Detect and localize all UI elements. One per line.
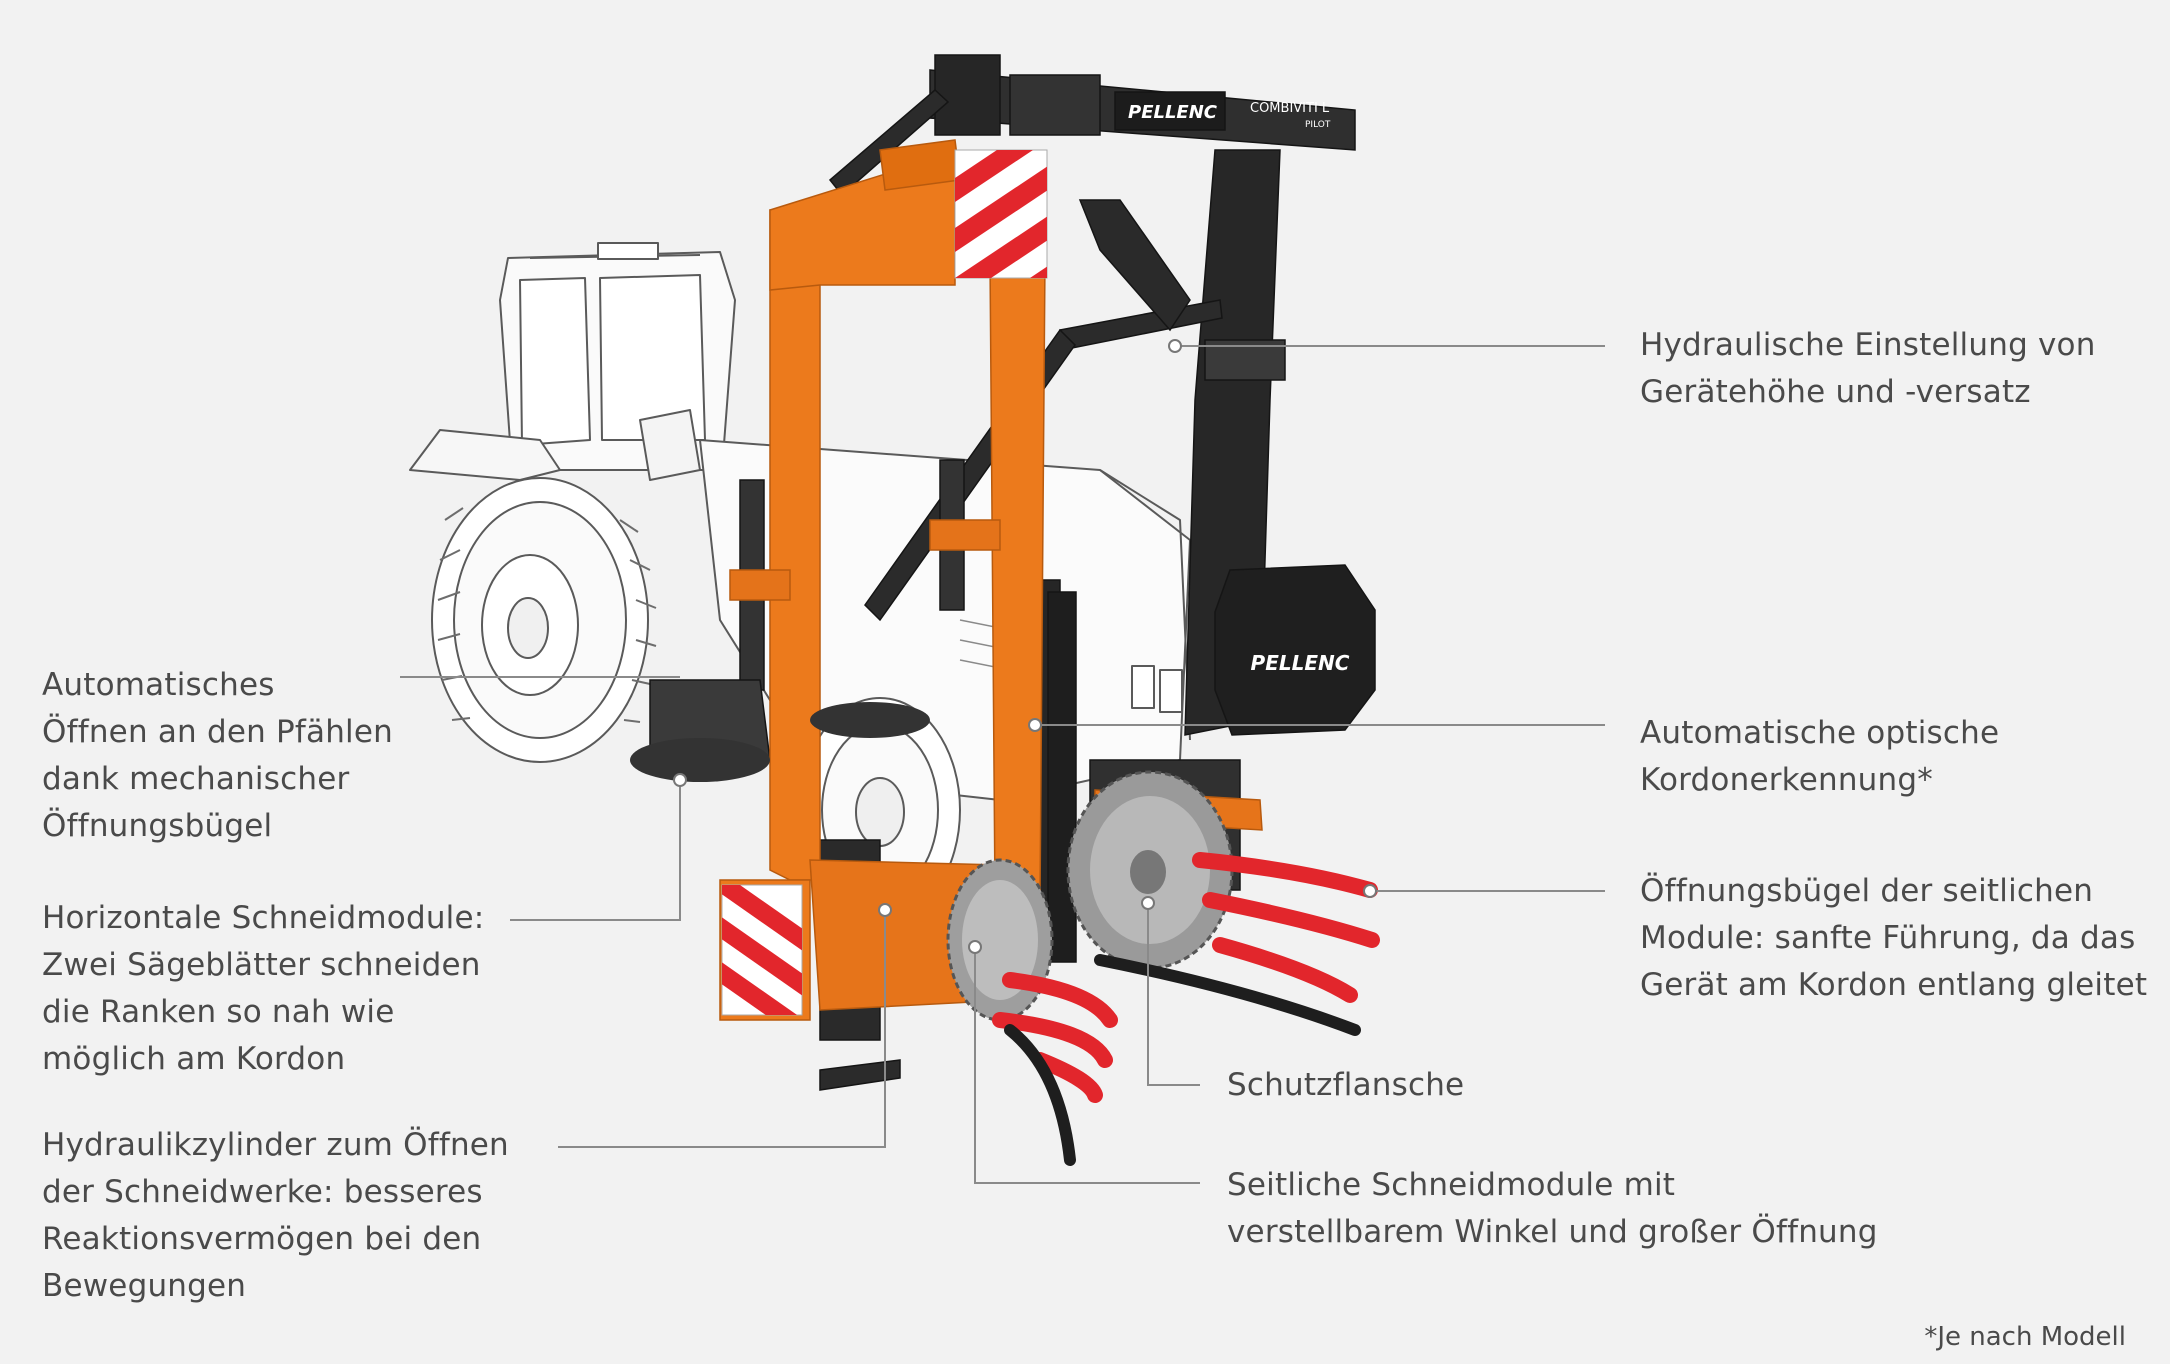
label-line: Hydraulische Einstellung von: [1640, 327, 2096, 363]
beam-model: COMBIVITI L: [1250, 101, 1330, 116]
label-line: Gerät am Kordon entlang gleitet: [1640, 967, 2148, 1003]
label-line: der Schneidwerke: besseres: [42, 1174, 483, 1210]
label-auto-opening-posts: Automatisches Öffnen an den Pfählen dank…: [42, 662, 393, 850]
label-optical-detection: Automatische optische Kordonerkennung*: [1640, 710, 1999, 804]
label-line: Zwei Sägeblätter schneiden: [42, 947, 481, 983]
label-horizontal-cutting: Horizontale Schneidmodule: Zwei Sägeblät…: [42, 895, 484, 1083]
label-line: die Ranken so nah wie: [42, 994, 395, 1030]
label-line: Schutzflansche: [1227, 1067, 1465, 1103]
callout-lines: [400, 345, 1605, 1184]
label-side-cutting-modules: Seitliche Schneidmodule mit verstellbare…: [1227, 1162, 1878, 1256]
label-line: verstellbarem Winkel und großer Öffnung: [1227, 1214, 1878, 1250]
label-line: Öffnungsbügel: [42, 808, 273, 844]
callout-dots: [673, 339, 1377, 954]
label-hydraulic-height: Hydraulische Einstellung von Gerätehöhe …: [1640, 322, 2096, 416]
label-line: Gerätehöhe und -versatz: [1640, 374, 2031, 410]
label-line: Seitliche Schneidmodule mit: [1227, 1167, 1676, 1203]
warning-plate-bottom: [721, 884, 803, 1016]
label-line: Kordonerkennung*: [1640, 762, 1933, 798]
label-line: dank mechanischer: [42, 761, 350, 797]
label-line: Horizontale Schneidmodule:: [42, 900, 485, 936]
label-line: Hydraulikzylinder zum Öffnen: [42, 1127, 509, 1163]
label-line: Öffnungsbügel der seitlichen: [1640, 873, 2094, 909]
footnote: *Je nach Modell: [1924, 1322, 2126, 1352]
label-line: Bewegungen: [42, 1268, 247, 1304]
opening-bars: [992, 852, 1380, 1103]
beam-model-sub: PILOT: [1305, 120, 1331, 130]
label-line: Module: sanfte Führung, da das: [1640, 920, 2136, 956]
label-line: Öffnen an den Pfählen: [42, 714, 393, 750]
label-line: Automatisches: [42, 667, 275, 703]
warning-plate-top: [954, 149, 1048, 279]
label-protection-flange: Schutzflansche: [1227, 1062, 1464, 1109]
camera-logo: PELLENC: [1251, 651, 1350, 675]
label-line: möglich am Kordon: [42, 1041, 346, 1077]
label-line: Reaktionsvermögen bei den: [42, 1221, 482, 1257]
label-line: Automatische optische: [1640, 715, 2000, 751]
label-opening-bar-side: Öffnungsbügel der seitlichen Module: san…: [1640, 868, 2147, 1009]
beam-logo: PELLENC: [1128, 102, 1218, 123]
label-hydraulic-cylinder: Hydraulikzylinder zum Öffnen der Schneid…: [42, 1122, 509, 1310]
